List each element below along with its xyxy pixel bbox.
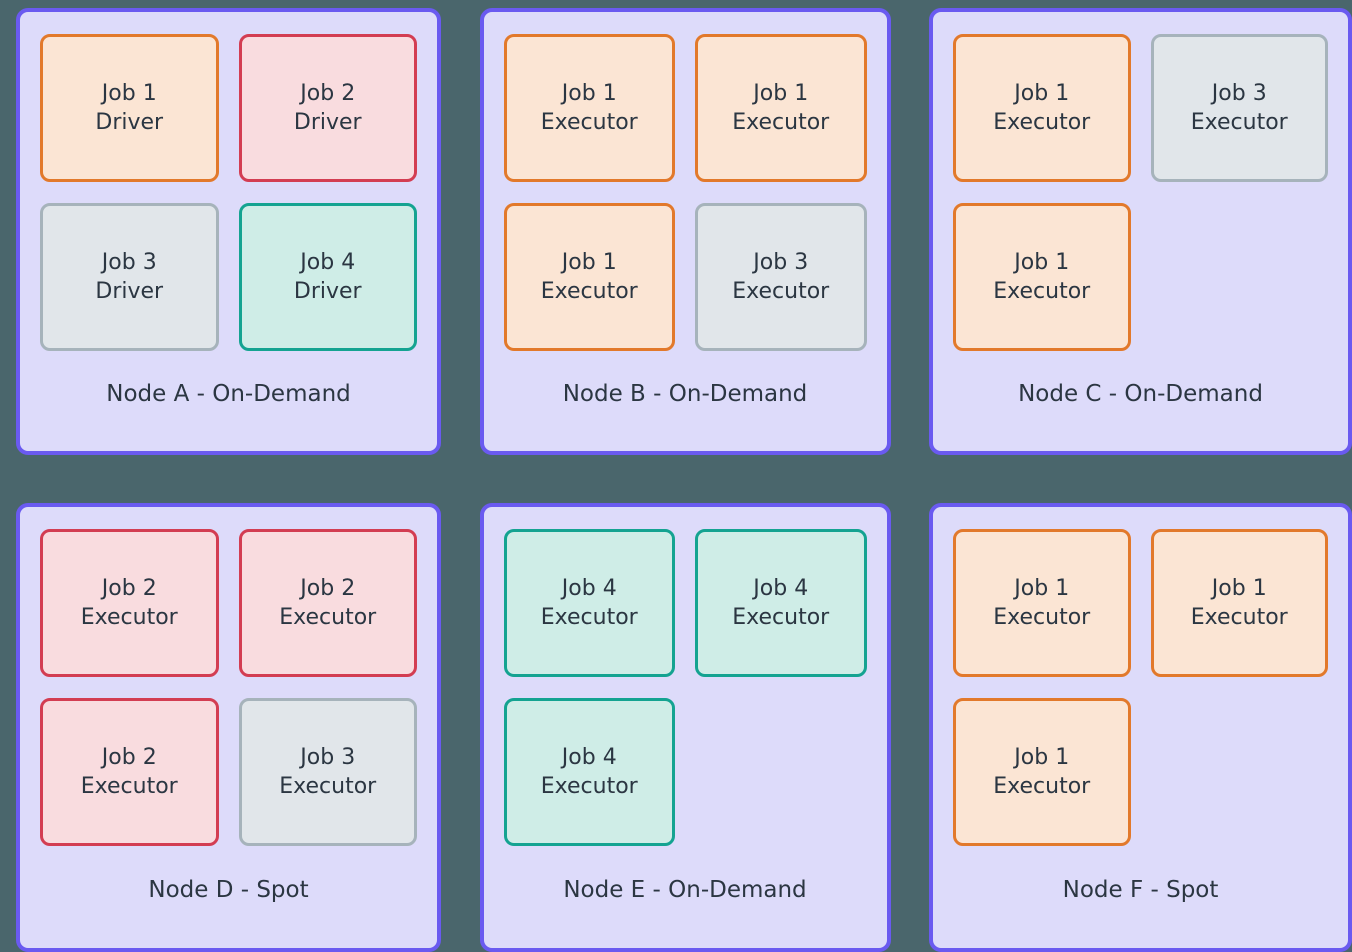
- task-card[interactable]: Job 2 Executor: [238, 529, 417, 677]
- node-label: Node F - Spot: [1062, 877, 1219, 903]
- task-role-label: Executor: [993, 605, 1091, 630]
- task-role-label: Executor: [732, 279, 830, 304]
- node-f-slot-grid: Job 1 Executor Job 1 Executor Job 1 Exec…: [953, 529, 1328, 846]
- task-role-label: Executor: [80, 605, 178, 630]
- task-job-label: Job 1: [1014, 744, 1070, 770]
- node-container-b[interactable]: Job 1 Executor Job 1 Executor Job 1 Exec…: [479, 8, 891, 455]
- node-c-slot-grid: Job 1 Executor Job 3 Executor Job 1 Exec…: [953, 34, 1328, 351]
- task-job-label: Job 3: [1211, 80, 1267, 106]
- task-card-empty: [695, 698, 867, 846]
- task-role-label: Executor: [1190, 110, 1288, 135]
- task-job-label: Job 4: [753, 575, 809, 601]
- task-card[interactable]: Job 4 Executor: [503, 529, 675, 677]
- task-role-label: Executor: [540, 110, 638, 135]
- node-label: Node E - On-Demand: [563, 877, 807, 903]
- task-job-label: Job 4: [300, 249, 356, 275]
- node-container-c[interactable]: Job 1 Executor Job 3 Executor Job 1 Exec…: [929, 8, 1352, 455]
- task-job-label: Job 3: [300, 744, 356, 770]
- task-job-label: Job 2: [101, 575, 157, 601]
- task-role-label: Executor: [993, 774, 1091, 799]
- task-job-label: Job 2: [101, 744, 157, 770]
- task-role-label: Driver: [293, 110, 362, 135]
- task-job-label: Job 1: [561, 249, 617, 275]
- task-job-label: Job 1: [753, 80, 809, 106]
- task-job-label: Job 1: [1014, 249, 1070, 275]
- node-d-slot-grid: Job 2 Executor Job 2 Executor Job 2 Exec…: [40, 529, 417, 846]
- task-card[interactable]: Job 1 Executor: [503, 203, 675, 351]
- task-card[interactable]: Job 1 Driver: [40, 34, 219, 182]
- task-role-label: Driver: [95, 110, 164, 135]
- task-job-label: Job 3: [753, 249, 809, 275]
- task-job-label: Job 4: [561, 744, 617, 770]
- task-card-empty: [1151, 203, 1329, 351]
- task-role-label: Executor: [993, 110, 1091, 135]
- task-card-empty: [1151, 698, 1329, 846]
- task-job-label: Job 1: [561, 80, 617, 106]
- node-container-d[interactable]: Job 2 Executor Job 2 Executor Job 2 Exec…: [16, 503, 441, 952]
- node-label: Node A - On-Demand: [106, 381, 351, 407]
- task-card[interactable]: Job 1 Executor: [503, 34, 675, 182]
- task-role-label: Executor: [732, 605, 830, 630]
- task-card[interactable]: Job 2 Executor: [40, 529, 219, 677]
- task-card[interactable]: Job 1 Executor: [953, 203, 1131, 351]
- node-a-slot-grid: Job 1 Driver Job 2 Driver Job 3 Driver J…: [40, 34, 417, 351]
- node-label: Node C - On-Demand: [1018, 381, 1263, 407]
- task-job-label: Job 3: [101, 249, 157, 275]
- task-card[interactable]: Job 2 Executor: [40, 698, 219, 846]
- node-container-a[interactable]: Job 1 Driver Job 2 Driver Job 3 Driver J…: [16, 8, 441, 455]
- task-role-label: Executor: [80, 774, 178, 799]
- task-card[interactable]: Job 1 Executor: [953, 698, 1131, 846]
- node-e-slot-grid: Job 4 Executor Job 4 Executor Job 4 Exec…: [503, 529, 867, 846]
- task-job-label: Job 2: [300, 575, 356, 601]
- task-card[interactable]: Job 4 Executor: [503, 698, 675, 846]
- task-job-label: Job 1: [1014, 575, 1070, 601]
- task-card[interactable]: Job 4 Driver: [238, 203, 417, 351]
- task-role-label: Executor: [732, 110, 830, 135]
- task-role-label: Executor: [279, 605, 377, 630]
- task-card[interactable]: Job 2 Driver: [238, 34, 417, 182]
- task-card[interactable]: Job 1 Executor: [1150, 529, 1328, 677]
- task-card[interactable]: Job 3 Executor: [695, 203, 867, 351]
- task-role-label: Executor: [540, 605, 638, 630]
- task-card[interactable]: Job 3 Executor: [1150, 34, 1328, 182]
- task-job-label: Job 1: [1014, 80, 1070, 106]
- node-label: Node B - On-Demand: [562, 381, 808, 407]
- task-role-label: Driver: [293, 279, 362, 304]
- task-role-label: Executor: [993, 279, 1091, 304]
- task-card[interactable]: Job 4 Executor: [695, 529, 867, 677]
- task-job-label: Job 1: [101, 80, 157, 106]
- node-label: Node D - Spot: [148, 877, 309, 903]
- task-job-label: Job 1: [1211, 575, 1267, 601]
- task-job-label: Job 4: [561, 575, 617, 601]
- task-card[interactable]: Job 1 Executor: [695, 34, 867, 182]
- task-card[interactable]: Job 3 Executor: [238, 698, 417, 846]
- task-role-label: Executor: [279, 774, 377, 799]
- task-card[interactable]: Job 1 Executor: [953, 529, 1131, 677]
- node-container-f[interactable]: Job 1 Executor Job 1 Executor Job 1 Exec…: [929, 503, 1352, 952]
- task-role-label: Driver: [95, 279, 164, 304]
- task-job-label: Job 2: [300, 80, 356, 106]
- task-role-label: Executor: [1190, 605, 1288, 630]
- task-card[interactable]: Job 3 Driver: [40, 203, 219, 351]
- task-card[interactable]: Job 1 Executor: [953, 34, 1131, 182]
- node-b-slot-grid: Job 1 Executor Job 1 Executor Job 1 Exec…: [503, 34, 867, 351]
- task-role-label: Executor: [540, 774, 638, 799]
- node-container-e[interactable]: Job 4 Executor Job 4 Executor Job 4 Exec…: [479, 503, 891, 952]
- task-role-label: Executor: [540, 279, 638, 304]
